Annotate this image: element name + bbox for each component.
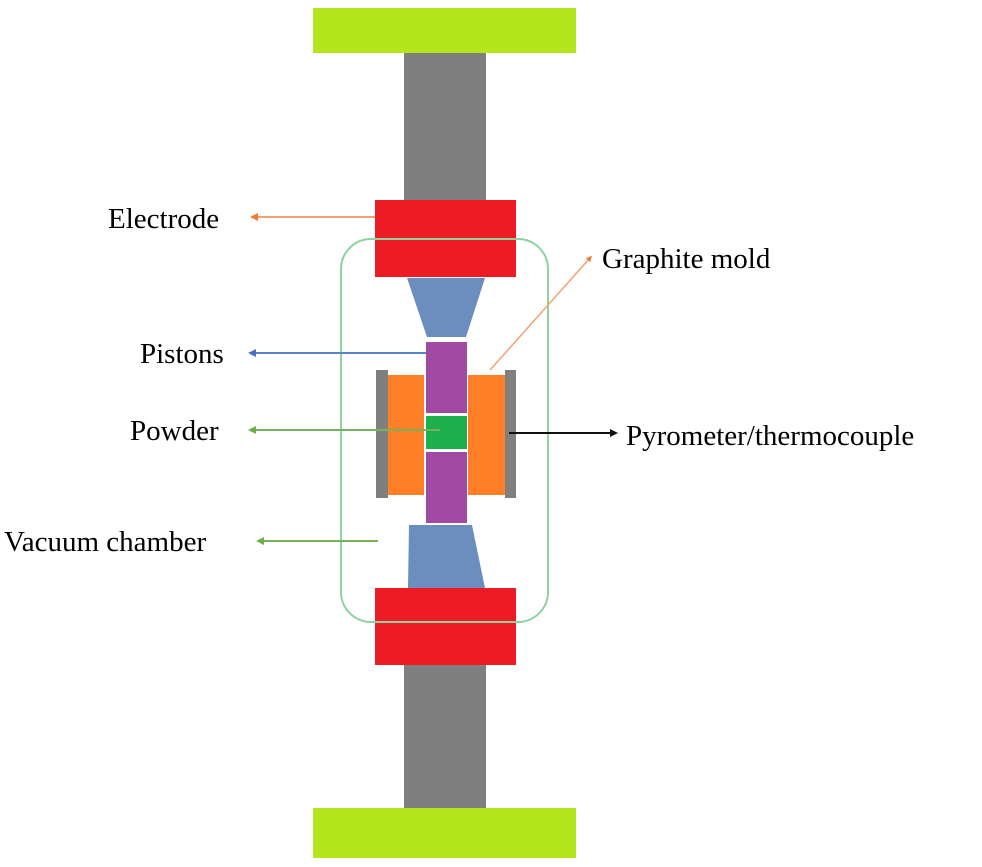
top-rod [404, 53, 486, 200]
powder-label: Powder [130, 415, 219, 447]
powder [426, 416, 467, 449]
left-graphite-mold [388, 375, 424, 495]
right-graphite-mold [468, 375, 505, 495]
electrode-label: Electrode [108, 203, 219, 235]
pistons-label: Pistons [140, 338, 224, 370]
top-plate [313, 8, 576, 53]
upper-trapezoid [407, 278, 485, 337]
graphite-mold-label: Graphite mold [602, 243, 771, 275]
vacuum-chamber-label: Vacuum chamber [4, 526, 206, 558]
bottom-rod [404, 665, 486, 808]
graphite-mold-arrow [489, 255, 592, 371]
pyrometer-label: Pyrometer/thermocouple [626, 420, 914, 452]
left-sensor-plate [376, 370, 388, 498]
bottom-plate [313, 808, 576, 858]
bottom-electrode [375, 588, 516, 665]
lower-piston [426, 452, 467, 523]
upper-piston [426, 342, 467, 413]
lower-trapezoid [408, 525, 485, 588]
